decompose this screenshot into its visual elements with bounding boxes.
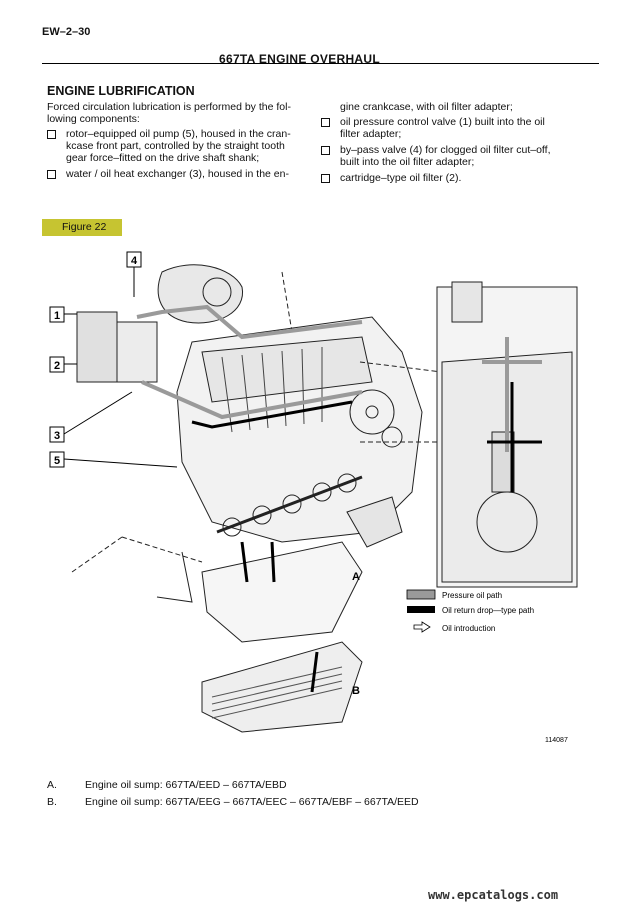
sump-label-a: A: [352, 571, 360, 583]
left-column: Forced circulation lubrication is perfor…: [47, 101, 292, 184]
caption-a-text: Engine oil sump: 667TA/EED – 667TA/EBD: [85, 779, 287, 791]
list-item: by–pass valve (4) for clogged oil filter…: [321, 144, 566, 168]
list-item-text: water / oil heat exchanger (3), housed i…: [66, 168, 289, 180]
figure-number: 114087: [545, 737, 568, 744]
caption-b-key: B.: [47, 796, 57, 808]
callout-5: 5: [49, 451, 178, 468]
legend-label-return: Oil return drop—type path: [442, 606, 534, 615]
legend: Pressure oil path Oil return drop—type p…: [406, 589, 534, 633]
list-item: water / oil heat exchanger (3), housed i…: [47, 168, 292, 180]
continued-text: gine crankcase, with oil filter adapter;: [340, 101, 513, 113]
checkbox-bullet-icon: [47, 170, 56, 179]
checkbox-bullet-icon: [321, 118, 330, 127]
figure-label: Figure 22: [42, 219, 122, 236]
callout-1: 1: [49, 306, 77, 323]
callout-4: 4: [126, 251, 142, 297]
callout-2-label: 2: [54, 360, 60, 372]
caption-a-key: A.: [47, 779, 57, 791]
legend-swatch-return: [407, 606, 435, 613]
engine-lubrication-diagram: 1 2 3 4 5 A B Pressure oil path O: [49, 251, 578, 744]
callout-3: 3: [49, 391, 133, 443]
checkbox-bullet-icon: [321, 174, 330, 183]
list-item-text: by–pass valve (4) for clogged oil filter…: [340, 144, 551, 168]
checkbox-bullet-icon: [321, 146, 330, 155]
arrow-outline-icon: [413, 621, 431, 633]
list-item-text: cartridge–type oil filter (2).: [340, 172, 462, 184]
legend-label-pressure: Pressure oil path: [442, 591, 502, 600]
watermark: www.epcatalogs.com: [428, 888, 559, 902]
legend-label-introduction: Oil introduction: [442, 624, 495, 633]
list-item-text: oil pressure control valve (1) built int…: [340, 116, 545, 140]
list-item-text: rotor–equipped oil pump (5), housed in t…: [66, 128, 291, 164]
sump-label-b: B: [352, 685, 360, 697]
list-item: cartridge–type oil filter (2).: [321, 172, 566, 184]
right-column: gine crankcase, with oil filter adapter;…: [321, 101, 566, 188]
checkbox-bullet-icon: [47, 130, 56, 139]
caption-b-text: Engine oil sump: 667TA/EEG – 667TA/EEC –…: [85, 796, 419, 808]
list-item: rotor–equipped oil pump (5), housed in t…: [47, 128, 292, 164]
page-code: EW–2–30: [42, 26, 91, 38]
callout-4-label: 4: [131, 255, 138, 267]
list-item: oil pressure control valve (1) built int…: [321, 116, 566, 140]
section-title: ENGINE LUBRIFICATION: [47, 84, 195, 98]
callout-5-label: 5: [54, 455, 60, 467]
callout-2: 2: [49, 356, 77, 373]
callout-3-label: 3: [54, 430, 60, 442]
document-title: 667TA ENGINE OVERHAUL: [219, 52, 380, 66]
legend-swatch-pressure: [406, 589, 436, 600]
callout-1-label: 1: [54, 310, 60, 322]
header-rule: [42, 63, 599, 64]
intro-paragraph: Forced circulation lubrication is perfor…: [47, 101, 291, 125]
